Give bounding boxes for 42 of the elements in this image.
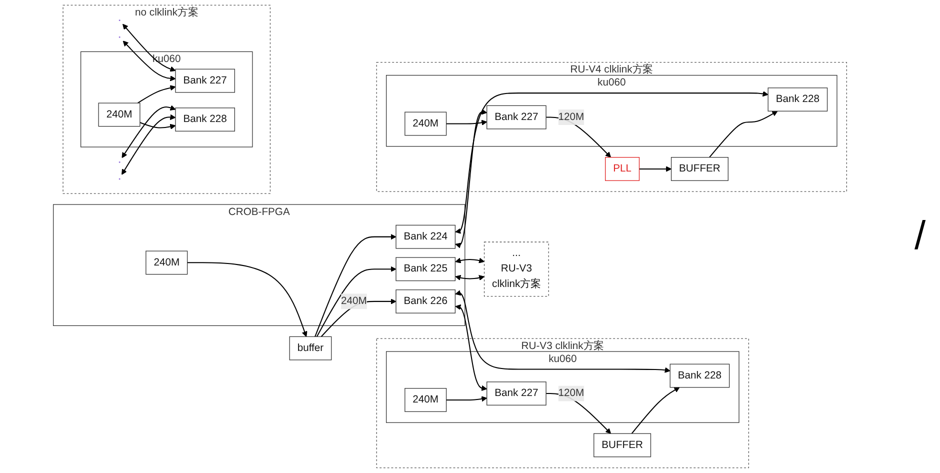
arrow — [187, 262, 308, 337]
component-box: Bank 228 — [175, 108, 235, 132]
component-box: PLL — [605, 157, 640, 181]
arrow — [446, 120, 488, 126]
block-box: ... RU-V3 clklink方案 — [484, 242, 549, 297]
edge-label: 240M — [341, 294, 367, 310]
arrow — [455, 109, 488, 248]
block-box: buffer — [289, 336, 332, 360]
component-box: 240M — [146, 250, 188, 275]
component-box: Bank 226 — [396, 289, 456, 314]
arrow — [455, 290, 670, 373]
component-box: 240M — [98, 102, 140, 127]
arrow — [140, 122, 176, 130]
arrow — [455, 304, 488, 391]
edge-label: 120M — [558, 386, 584, 402]
arrow — [709, 110, 778, 158]
arrow — [122, 114, 176, 175]
arrow — [455, 258, 485, 264]
component-box: Bank 227 — [486, 105, 546, 130]
arrow — [314, 234, 396, 337]
arrow — [446, 396, 488, 402]
arrow — [455, 91, 768, 234]
arrow — [455, 274, 485, 281]
slash-separator: / — [914, 214, 926, 259]
component-box: Bank 227 — [486, 382, 546, 406]
component-box: Bank 228 — [670, 364, 730, 388]
edge-label: 120M — [558, 110, 584, 126]
arrow — [316, 266, 396, 337]
component-box: Bank 227 — [175, 68, 235, 93]
arrow — [137, 85, 176, 104]
component-box: BUFFER — [594, 433, 652, 458]
component-box: 240M — [404, 112, 447, 136]
component-box: 240M — [404, 388, 447, 412]
component-box: BUFFER — [670, 157, 728, 181]
arrow — [122, 105, 176, 158]
arrow — [631, 387, 680, 434]
component-box: Bank 225 — [396, 257, 456, 282]
arrow — [122, 40, 176, 82]
arrow — [639, 166, 672, 172]
component-box: Bank 224 — [396, 224, 456, 249]
component-box: Bank 228 — [768, 88, 828, 112]
arrow — [122, 24, 176, 72]
